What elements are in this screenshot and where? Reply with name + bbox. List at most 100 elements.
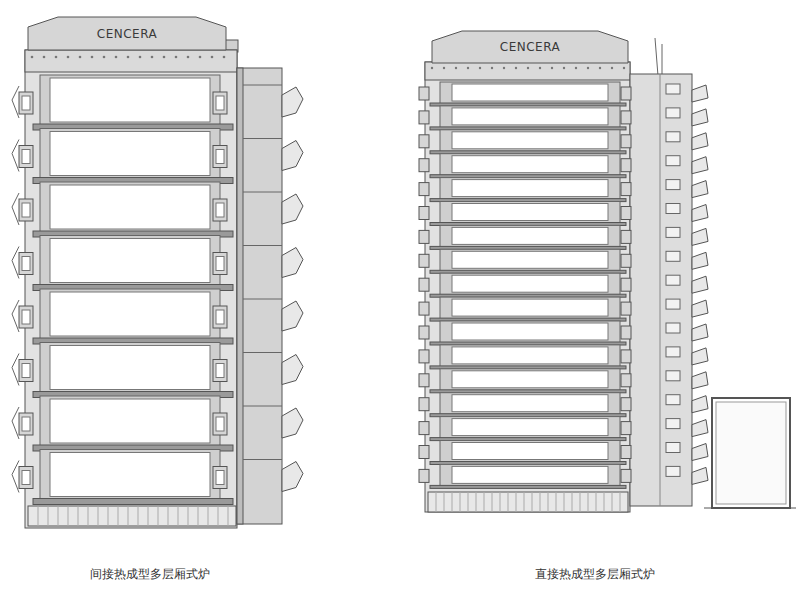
burner-port <box>419 207 429 220</box>
burner-port <box>19 253 33 275</box>
port-window <box>22 203 30 217</box>
base-hatch <box>604 492 605 512</box>
burner-port <box>19 360 33 382</box>
base-hatch <box>188 506 189 526</box>
valve-box <box>666 323 680 333</box>
support-line <box>243 352 282 353</box>
base-hatch <box>548 492 549 512</box>
base-hatch <box>168 506 169 526</box>
burner-port <box>419 398 429 411</box>
chamber-frame <box>440 369 620 391</box>
rivet <box>527 67 529 69</box>
brand-name: CENCERA <box>97 27 157 41</box>
chamber-frame <box>440 106 620 128</box>
door-bracket <box>282 462 303 492</box>
burner-port <box>621 350 631 363</box>
rivet <box>187 56 190 59</box>
burner-port <box>419 111 429 124</box>
burner-port <box>621 278 631 291</box>
chamber <box>452 443 608 460</box>
side-bracket <box>12 407 19 439</box>
hearth-plate <box>33 499 233 505</box>
chamber <box>452 251 608 268</box>
base-hatch <box>460 492 461 512</box>
valve-box <box>666 227 680 237</box>
roof-outline <box>432 31 628 63</box>
side-bracket <box>12 140 19 172</box>
side-rail <box>237 68 243 524</box>
burner-port <box>621 469 631 482</box>
valve-box <box>666 108 680 118</box>
side-structure <box>237 68 282 524</box>
burner-port <box>419 422 429 435</box>
door-bracket <box>692 85 708 102</box>
burner-port <box>419 469 429 482</box>
rivet <box>563 67 565 69</box>
chamber <box>452 108 608 125</box>
door-bracket <box>282 87 303 117</box>
base-hatch <box>208 506 209 526</box>
door-bracket <box>692 467 708 484</box>
burner-port <box>419 87 429 100</box>
port-window <box>216 203 224 217</box>
chamber-frame <box>440 82 620 104</box>
rivet <box>115 56 118 59</box>
base-hatch <box>572 492 573 512</box>
furnace-caption: 间接热成型多层厢式炉 <box>90 566 210 583</box>
support-line <box>243 192 282 193</box>
port-window <box>22 96 30 110</box>
rivet <box>175 56 178 59</box>
rivet <box>575 67 577 69</box>
base-hatch <box>620 492 621 512</box>
burner-port <box>419 254 429 267</box>
door-bracket <box>282 248 303 278</box>
burner-port <box>621 230 631 243</box>
rivet <box>539 67 541 69</box>
door-bracket <box>692 372 708 389</box>
chamber-frame <box>440 249 620 271</box>
support-line <box>243 138 282 139</box>
rivet <box>139 56 142 59</box>
roof-nameplate: CENCERA <box>432 31 628 63</box>
burner-port <box>213 360 227 382</box>
direct-furnace <box>419 38 796 512</box>
furnace-body <box>425 62 630 512</box>
valve-box <box>666 156 680 166</box>
burner-port <box>213 413 227 435</box>
valve-box <box>666 204 680 214</box>
base-hatch <box>98 506 99 526</box>
chamber-frame <box>40 75 220 125</box>
burner-port <box>621 326 631 339</box>
support-line <box>243 299 282 300</box>
door-bracket <box>692 300 708 317</box>
burner-port <box>213 467 227 489</box>
base-hatch <box>564 492 565 512</box>
base-hatch <box>484 492 485 512</box>
burner-port <box>621 374 631 387</box>
support-line <box>243 406 282 407</box>
burner-port <box>621 207 631 220</box>
rivet <box>67 56 70 59</box>
base-hatch <box>88 506 89 526</box>
rivet <box>479 67 481 69</box>
port-window <box>216 310 224 324</box>
chamber-frame <box>40 450 220 500</box>
rivet <box>199 56 202 59</box>
port-window <box>216 364 224 378</box>
chamber-frame <box>40 343 220 393</box>
rivet <box>127 56 130 59</box>
indirect-furnace <box>12 40 303 528</box>
burner-port <box>213 199 227 221</box>
valve-box <box>666 371 680 381</box>
chamber <box>452 299 608 316</box>
chamber <box>50 132 210 176</box>
rivet <box>551 67 553 69</box>
cabinet-inner <box>716 402 786 504</box>
rivet <box>211 56 214 59</box>
chamber-frame <box>440 417 620 439</box>
antenna <box>662 44 663 76</box>
side-tower <box>630 74 692 506</box>
rivet <box>611 67 613 69</box>
